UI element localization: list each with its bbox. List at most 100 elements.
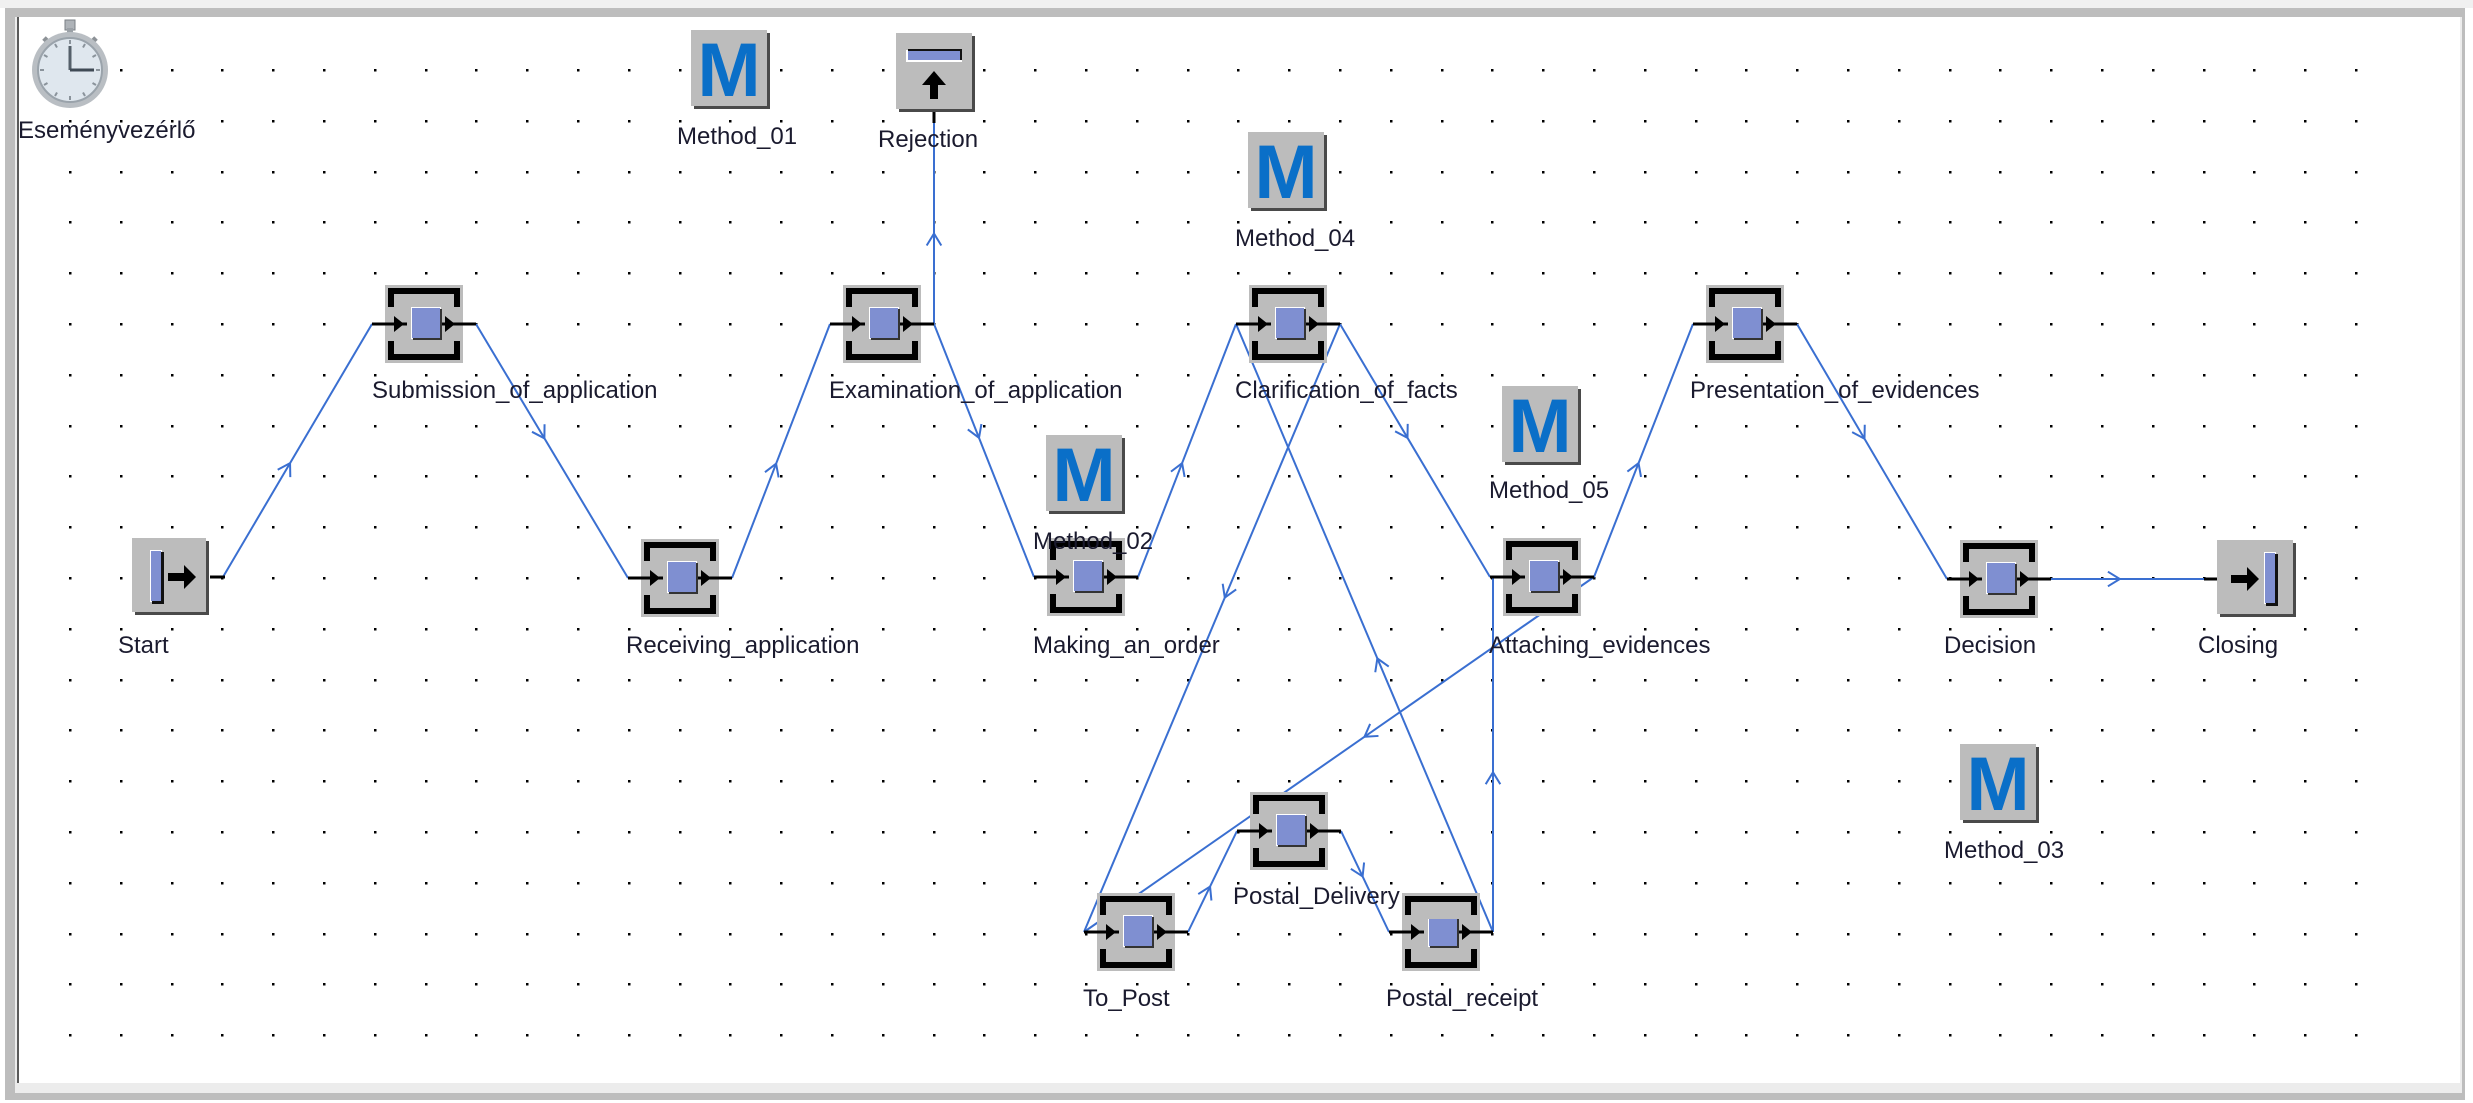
grid-dot	[221, 323, 224, 326]
grid-dot	[1187, 120, 1190, 123]
edge-clarification-to-to_post[interactable]	[1083, 323, 1341, 933]
edge-postal_receipt-to-clarification[interactable]	[1235, 323, 1494, 933]
method-01-node[interactable]: M	[691, 28, 770, 113]
grid-dot	[1999, 679, 2002, 682]
edge-postal_receipt-to-attaching[interactable]	[1484, 576, 1502, 932]
grid-dot	[120, 780, 123, 783]
edge-line[interactable]	[1187, 830, 1238, 933]
method-icon: M	[1960, 742, 2039, 827]
edge-to_post-to-postal_delivery[interactable]	[1187, 830, 1238, 933]
grid-dot	[882, 272, 885, 275]
closing-node[interactable]	[2204, 540, 2296, 617]
grid-dot	[1441, 171, 1444, 174]
edge-line[interactable]	[1083, 576, 1595, 933]
grid-dot	[1390, 120, 1393, 123]
grid-dot	[1999, 628, 2002, 631]
method-02-node[interactable]: M	[1046, 433, 1125, 518]
diagram-canvas[interactable]	[17, 17, 2460, 1083]
event-controller-node[interactable]	[32, 19, 108, 108]
edge-making-to-clarification[interactable]	[1137, 323, 1237, 578]
edge-line[interactable]	[1796, 323, 1948, 580]
edge-line[interactable]	[1340, 830, 1390, 933]
grid-dot	[1949, 272, 1952, 275]
grid-dot	[729, 171, 732, 174]
grid-dot	[1898, 679, 1901, 682]
edge-line[interactable]	[731, 323, 831, 579]
edge-line[interactable]	[1339, 323, 1491, 578]
method-03-node[interactable]: M	[1960, 742, 2039, 827]
grid-dot	[2253, 933, 2256, 936]
submission-node[interactable]	[372, 285, 476, 363]
rejection-icon	[896, 33, 975, 112]
edge-postal_delivery-to-postal_receipt[interactable]	[1340, 830, 1390, 933]
task-in-arrow-icon	[1512, 569, 1522, 585]
decision-node[interactable]	[1947, 540, 2051, 618]
edge-attaching-to-to_post[interactable]	[1083, 576, 1595, 933]
edge-examination-to-making[interactable]	[933, 323, 1035, 578]
grid-dot	[2203, 882, 2206, 885]
presentation-node[interactable]	[1693, 285, 1797, 363]
grid-dot	[1034, 323, 1037, 326]
grid-dot	[272, 933, 275, 936]
start-node[interactable]	[132, 538, 225, 615]
edge-receiving-to-examination[interactable]	[731, 323, 831, 579]
grid-dot	[679, 475, 682, 478]
edge-start-to-submission[interactable]	[222, 323, 373, 578]
rejection-node[interactable]	[896, 33, 975, 112]
edge-line[interactable]	[933, 323, 1035, 578]
examination-node[interactable]	[830, 285, 934, 363]
edges-layer	[222, 111, 2204, 933]
end-icon	[2204, 540, 2296, 617]
node-body	[1046, 435, 1122, 511]
edge-submission-to-receiving[interactable]	[475, 323, 629, 579]
edge-line[interactable]	[222, 323, 373, 578]
grid-dot	[1847, 475, 1850, 478]
receiving-node[interactable]	[628, 539, 732, 617]
grid-dot	[1339, 526, 1342, 529]
grid-dot	[2304, 628, 2307, 631]
grid-dot	[780, 577, 783, 580]
node-body	[691, 30, 767, 106]
edge-clarification-to-attaching[interactable]	[1339, 323, 1491, 578]
grid-dot	[933, 933, 936, 936]
grid-dot	[2203, 69, 2206, 72]
method-04-node[interactable]: M	[1248, 130, 1327, 215]
grid-dot	[1949, 1034, 1952, 1037]
grid-dot	[1847, 577, 1850, 580]
grid-dot	[831, 882, 834, 885]
clarification-node[interactable]	[1236, 285, 1340, 363]
postal-delivery-node[interactable]	[1237, 792, 1341, 870]
grid-dot	[526, 526, 529, 529]
grid-dot	[628, 69, 631, 72]
edge-line[interactable]	[475, 323, 629, 579]
edge-line[interactable]	[1235, 323, 1494, 933]
attaching-node[interactable]	[1490, 538, 1594, 616]
edge-examination-to-rejection[interactable]	[925, 111, 943, 324]
grid-dot	[1695, 628, 1698, 631]
task-in-arrow-icon	[1969, 571, 1979, 587]
grid-dot	[1187, 374, 1190, 377]
edge-line[interactable]	[1593, 323, 1694, 578]
edge-line[interactable]	[1137, 323, 1237, 578]
grid-dot	[1745, 120, 1748, 123]
grid-dot	[1034, 374, 1037, 377]
grid-dot	[323, 729, 326, 732]
grid-dot	[1085, 679, 1088, 682]
grid-dot	[1745, 526, 1748, 529]
grid-dot	[679, 831, 682, 834]
grid-dot	[69, 120, 72, 123]
edge-line[interactable]	[1083, 323, 1341, 933]
edge-attaching-to-presentation[interactable]	[1593, 323, 1694, 578]
grid-dot	[1237, 983, 1240, 986]
method-05-node[interactable]: M	[1502, 384, 1581, 469]
edge-presentation-to-decision[interactable]	[1796, 323, 1948, 580]
grid-dot	[1034, 69, 1037, 72]
method-02-label: Method_02	[1033, 528, 1153, 555]
grid-dot	[171, 1034, 174, 1037]
grid-dot	[171, 69, 174, 72]
to-post-node[interactable]	[1084, 893, 1188, 971]
grid-dot	[577, 69, 580, 72]
edge-decision-to-closing[interactable]	[2051, 570, 2204, 588]
making-node[interactable]	[1034, 538, 1138, 616]
